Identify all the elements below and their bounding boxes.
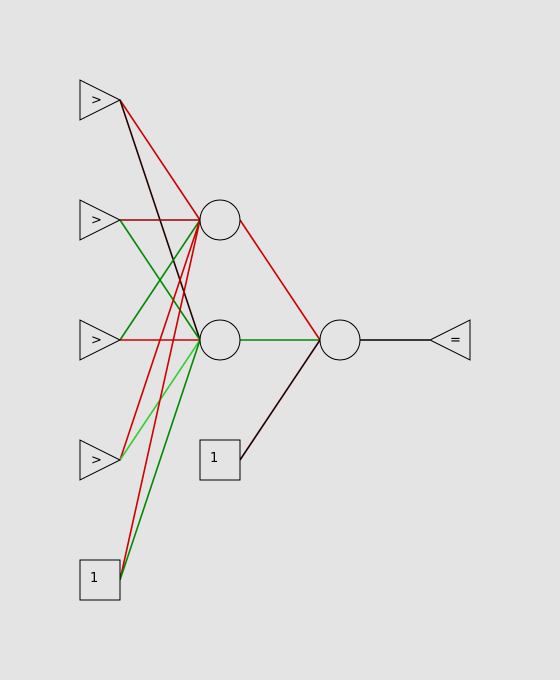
- edge-bias-input-h2: [119, 339, 201, 581]
- input-node-2: >: [79, 199, 122, 241]
- output-node-symbol: =: [450, 333, 461, 348]
- edge-in1-h1: [119, 99, 201, 221]
- input-node-2-symbol: >: [91, 213, 102, 228]
- input-node-1: >: [79, 79, 122, 121]
- bias-node-hidden: 1: [199, 439, 241, 481]
- input-node-3-symbol: >: [91, 333, 102, 348]
- input-node-4-symbol: >: [91, 453, 102, 468]
- bias-node-hidden-label: 1: [210, 451, 218, 466]
- output-node: =: [428, 319, 471, 361]
- edge-in4-h1: [119, 219, 201, 461]
- edge-bias-hidden-out: [239, 339, 321, 461]
- hidden-neuron-2: [199, 319, 241, 361]
- edge-h1-out: [239, 219, 321, 341]
- bias-node-input-label: 1: [90, 571, 98, 586]
- output-neuron: [319, 319, 361, 361]
- edge-layer: [119, 99, 430, 581]
- hidden-neuron-1: [199, 199, 241, 241]
- input-node-4: >: [79, 439, 122, 481]
- bias-node-input: 1: [79, 559, 121, 601]
- edge-in3-h1: [119, 219, 201, 341]
- edge-bias-input-h1: [119, 219, 201, 581]
- input-node-3: >: [79, 319, 122, 361]
- input-node-1-symbol: >: [91, 93, 102, 108]
